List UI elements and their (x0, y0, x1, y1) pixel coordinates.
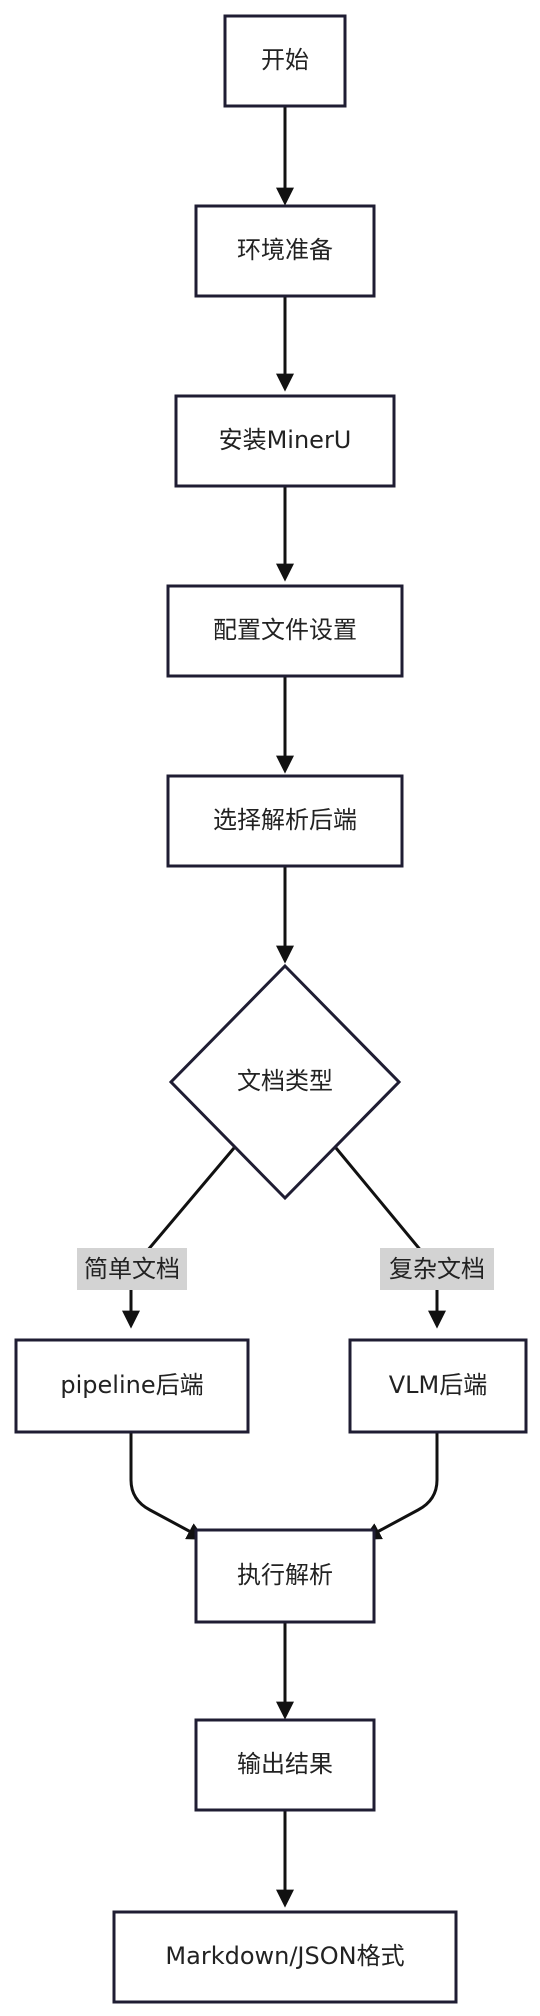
node-config[interactable]: 配置文件设置 (166, 584, 404, 678)
edge-label-simple-text: 简单文档 (84, 1255, 180, 1283)
node-vlm-label: VLM后端 (389, 1371, 488, 1399)
node-config-label: 配置文件设置 (213, 616, 357, 644)
node-output-label: 输出结果 (237, 1750, 333, 1778)
node-format-label: Markdown/JSON格式 (165, 1942, 404, 1970)
node-exec[interactable]: 执行解析 (194, 1528, 376, 1624)
node-pipeline-label: pipeline后端 (60, 1371, 203, 1399)
node-env[interactable]: 环境准备 (194, 204, 376, 298)
edge-label-simple: 简单文档 (77, 1248, 187, 1290)
edge-label-complex: 复杂文档 (380, 1248, 494, 1290)
node-exec-label: 执行解析 (237, 1561, 333, 1589)
node-start[interactable]: 开始 (223, 14, 347, 108)
node-env-label: 环境准备 (237, 236, 333, 264)
node-format[interactable]: Markdown/JSON格式 (112, 1910, 458, 2004)
node-backend-label: 选择解析后端 (213, 806, 357, 834)
node-start-label: 开始 (261, 46, 309, 74)
edge-doctype-pipeline (122, 1147, 236, 1329)
edge-doctype-vlm (334, 1147, 446, 1329)
node-output[interactable]: 输出结果 (194, 1718, 376, 1812)
node-doctype-label: 文档类型 (237, 1067, 333, 1095)
edge-vlm-exec (362, 1432, 439, 1540)
node-install[interactable]: 安装MinerU (174, 394, 396, 488)
node-doctype[interactable]: 文档类型 (168, 963, 402, 1201)
node-backend[interactable]: 选择解析后端 (166, 774, 404, 868)
node-vlm[interactable]: VLM后端 (348, 1338, 528, 1434)
node-install-label: 安装MinerU (219, 426, 352, 454)
edge-label-complex-text: 复杂文档 (389, 1255, 485, 1283)
edge-pipeline-exec (129, 1432, 206, 1540)
node-pipeline[interactable]: pipeline后端 (14, 1338, 250, 1434)
